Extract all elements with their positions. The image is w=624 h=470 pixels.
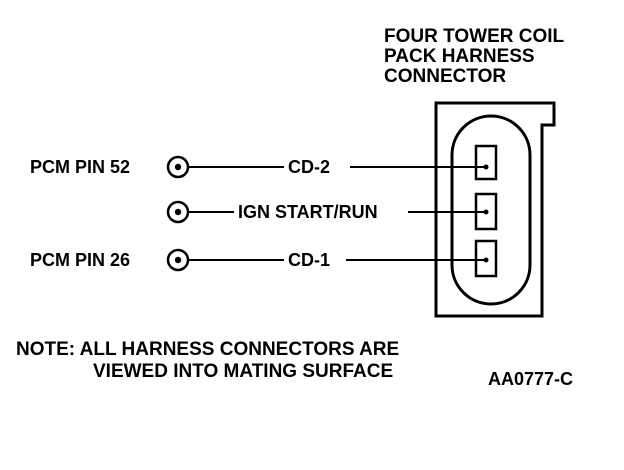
wire-label-ign-start-run: IGN START/RUN <box>238 202 378 222</box>
connector-housing <box>434 101 556 318</box>
pin-terminal-cd-2 <box>474 144 498 181</box>
wire-label-cd-2: CD-2 <box>288 157 330 177</box>
connector-title-line-1: FOUR TOWER COIL <box>384 26 565 47</box>
terminal-circle-icon <box>166 155 190 179</box>
pin-terminal-cd-1 <box>474 239 498 278</box>
terminal-circle-icon <box>166 248 190 272</box>
note-line-2: VIEWED INTO MATING SURFACE <box>93 361 393 382</box>
connector-title-line-2: PACK HARNESS <box>384 46 535 67</box>
connector-title-line-3: CONNECTOR <box>384 66 506 87</box>
wire-end-dot <box>483 209 489 215</box>
note-line-1: NOTE: ALL HARNESS CONNECTORS ARE <box>16 339 399 360</box>
figure-code: AA0777-C <box>488 369 573 389</box>
wire-end-dot <box>483 164 489 170</box>
wire-label-cd-1: CD-1 <box>288 250 330 270</box>
terminal-circle-icon <box>166 200 190 224</box>
pcm-pin-26-label: PCM PIN 26 <box>30 250 130 270</box>
connector-cavity <box>450 114 532 306</box>
wire-end-dot <box>483 257 489 263</box>
pcm-pin-52-label: PCM PIN 52 <box>30 157 130 177</box>
